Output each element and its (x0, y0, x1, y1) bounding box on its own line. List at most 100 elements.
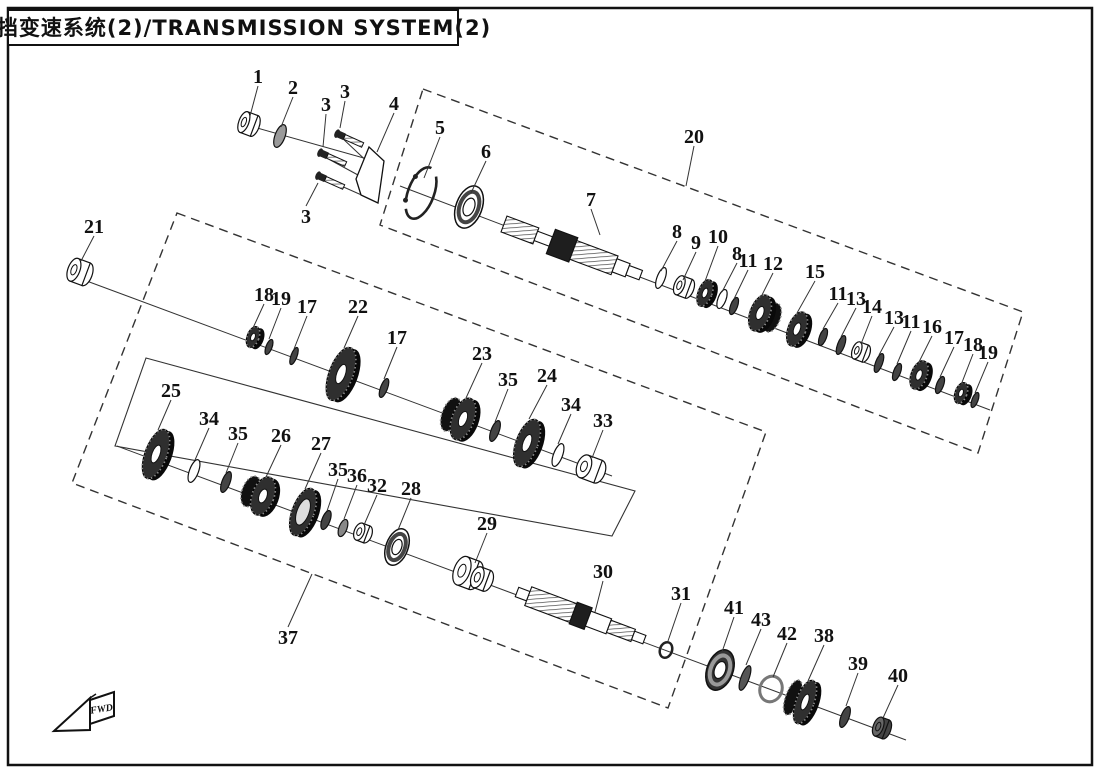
callout-label-5: 5 (435, 117, 445, 139)
part-3-bolt (317, 148, 348, 167)
callout-label-31: 31 (671, 583, 691, 605)
callout-label-17: 17 (387, 327, 407, 349)
callout-label-19: 19 (271, 288, 291, 310)
leader-line-13 (840, 307, 857, 338)
part-17-washer (289, 346, 299, 366)
part-17-washer (378, 377, 390, 399)
leader-line-19 (974, 361, 989, 394)
callout-label-30: 30 (593, 561, 613, 583)
callout-label-4: 4 (389, 93, 399, 115)
leader-line-23 (465, 362, 483, 399)
leader-line-22 (343, 315, 359, 349)
callout-label-17: 17 (944, 327, 964, 349)
callout-label-28: 28 (401, 478, 421, 500)
part-33-bushing (575, 454, 607, 484)
part-39-washer (839, 706, 851, 728)
callout-label-18: 18 (254, 284, 274, 306)
part-43-circlip (738, 665, 752, 691)
callout-label-32: 32 (367, 475, 387, 497)
part-31-oring (658, 640, 674, 660)
callout-label-29: 29 (477, 513, 497, 535)
part-27-ring-gear (288, 487, 322, 538)
part-29-collar (469, 566, 495, 592)
page-title: 换挡变速系统(2)/TRANSMISSION SYSTEM(2) (0, 16, 491, 40)
callout-label-18: 18 (963, 334, 983, 356)
callout-label-11: 11 (739, 250, 758, 272)
callout-label-13: 13 (884, 307, 904, 329)
callout-label-34: 34 (561, 394, 581, 416)
leader-line-37 (287, 573, 313, 628)
leader-line-13 (878, 326, 895, 356)
callout-label-22: 22 (348, 296, 368, 318)
callout-label-24: 24 (537, 365, 557, 387)
part-35-washer (220, 471, 232, 493)
callout-label-40: 40 (888, 665, 908, 687)
callout-label-35: 35 (498, 369, 518, 391)
callout-label-2: 2 (288, 77, 298, 99)
callout-label-23: 23 (472, 343, 492, 365)
callout-label-8: 8 (732, 243, 742, 265)
leader-line-18 (960, 353, 974, 386)
callout-label-38: 38 (814, 625, 834, 647)
part-1-cap (237, 110, 261, 138)
leader-line-1 (249, 85, 259, 117)
callout-label-17: 17 (297, 296, 317, 318)
part-11-washer (817, 327, 829, 347)
leader-line-35 (225, 442, 239, 474)
arrow-extrude-line (89, 693, 97, 699)
leader-line-11 (822, 302, 839, 330)
part-3-bolt (315, 171, 346, 190)
part-21-cap (66, 257, 94, 287)
leader-line-18 (252, 303, 265, 329)
page-border (6, 6, 1094, 767)
part-11-washer (891, 362, 903, 382)
callout-label-10: 10 (708, 226, 728, 248)
part-9-bushing (672, 275, 696, 299)
part-18-bushing (953, 381, 973, 406)
part-23-gear-cluster (439, 396, 481, 442)
part-36-washer (337, 518, 349, 538)
leader-line-39 (845, 672, 859, 707)
part-41-seal (705, 649, 735, 691)
callout-label-42: 42 (777, 623, 797, 645)
leader-line-34 (194, 427, 210, 461)
callout-label-15: 15 (805, 261, 825, 283)
callout-label-13: 13 (846, 288, 866, 310)
leader-line-28 (397, 497, 412, 531)
part-35-washer (489, 420, 501, 442)
leader-line-16 (918, 335, 933, 363)
leader-line-7 (590, 208, 601, 236)
leader-line-43 (745, 628, 762, 666)
part-8-washer (655, 267, 667, 289)
callout-label-27: 27 (311, 433, 331, 455)
leader-line-21 (80, 235, 95, 262)
callout-label-3: 3 (301, 206, 311, 228)
part-34-washer (551, 443, 565, 467)
part-17-washer (934, 375, 946, 395)
leader-line-36 (343, 484, 358, 520)
leader-line-33 (591, 429, 604, 459)
part-19-washer (264, 338, 274, 356)
leader-line-24 (528, 384, 548, 420)
part-8-washer (716, 288, 728, 310)
title-box (7, 9, 459, 46)
direction-indicator: FWD (51, 690, 115, 733)
leader-line-8 (660, 240, 678, 272)
part-34-washer (187, 459, 201, 483)
leader-line-3 (305, 182, 319, 207)
leader-line-12 (760, 272, 774, 298)
callout-label-39: 39 (848, 653, 868, 675)
part-7-mainshaft (500, 215, 644, 281)
part-2-washer (273, 124, 287, 148)
callout-label-11: 11 (829, 283, 848, 305)
part-11-washer (728, 296, 740, 316)
callout-label-35: 35 (328, 459, 348, 481)
part-40-cap (871, 716, 893, 740)
leader-line-14 (860, 315, 873, 345)
callout-label-8: 8 (672, 221, 682, 243)
callout-label-9: 9 (691, 232, 701, 254)
part-18-bushing (245, 325, 265, 350)
direction-arrow-head (51, 695, 91, 733)
